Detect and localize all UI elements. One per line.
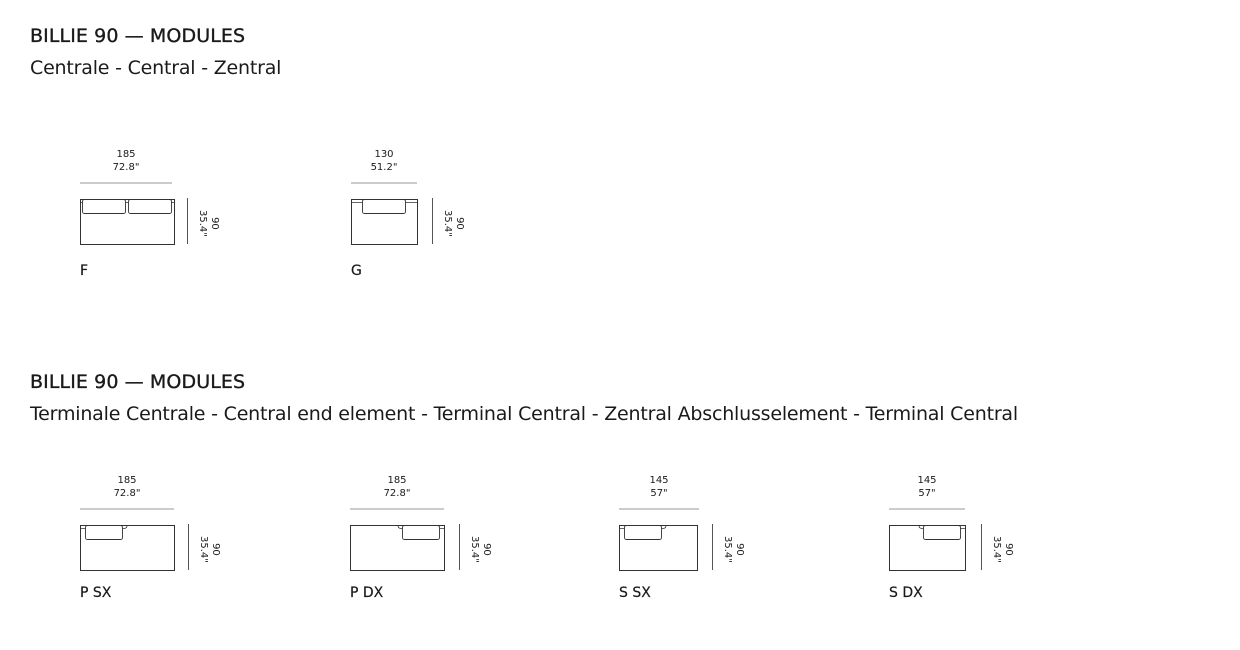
width-cm: 185: [387, 475, 407, 486]
module-code: P DX: [350, 585, 384, 601]
depth-cm: 90: [1003, 543, 1014, 556]
module-p-sx: 185 72.8" 90 35.4" P SX: [80, 474, 240, 614]
module-code: F: [80, 263, 89, 279]
depth-dimension: 90 35.4": [441, 210, 465, 237]
depth-cm: 90: [454, 217, 465, 230]
depth-dimension: 90 35.4": [721, 536, 745, 563]
module-g-drawing: [351, 182, 433, 245]
module-code: S SX: [619, 585, 651, 601]
module-s-dx-drawing: [889, 508, 982, 571]
module-s-sx: 145 57" 90 35.4" S SX: [619, 474, 779, 614]
width-in: 51.2": [370, 162, 398, 173]
module-g: 130 51.2" 90 35.4" G: [351, 148, 511, 288]
depth-cm: 90: [734, 543, 745, 556]
width-in: 72.8": [112, 162, 140, 173]
width-cm: 185: [117, 475, 137, 486]
width-dimension: 185 72.8": [80, 474, 174, 500]
width-in: 57": [918, 488, 936, 499]
module-p-dx: 185 72.8" 90 35.4" P DX: [350, 474, 510, 614]
module-f-drawing: [80, 182, 188, 245]
depth-dimension: 90 35.4": [990, 536, 1014, 563]
depth-cm: 90: [210, 543, 221, 556]
depth-in: 35.4": [469, 536, 480, 563]
section-subtitle-central: Centrale - Central - Zentral: [30, 57, 282, 79]
module-code: G: [351, 263, 362, 279]
section-title-end-element: BILLIE 90 — MODULES: [30, 371, 246, 393]
depth-in: 35.4": [198, 536, 209, 563]
depth-in: 35.4": [991, 536, 1002, 563]
module-f: 185 72.8" 90 35.4" F: [80, 148, 240, 288]
module-s-dx: 145 57" 90 35.4" S DX: [889, 474, 1049, 614]
depth-in: 35.4": [722, 536, 733, 563]
width-in: 57": [650, 488, 668, 499]
module-code: S DX: [889, 585, 923, 601]
width-dimension: 185 72.8": [80, 148, 172, 174]
module-p-dx-drawing: [350, 508, 460, 571]
module-code: P SX: [80, 585, 112, 601]
width-cm: 185: [116, 149, 136, 160]
width-in: 72.8": [383, 488, 411, 499]
depth-in: 35.4": [442, 210, 453, 237]
width-dimension: 130 51.2": [351, 148, 417, 174]
width-dimension: 185 72.8": [350, 474, 444, 500]
depth-in: 35.4": [197, 210, 208, 237]
width-cm: 145: [917, 475, 937, 486]
depth-dimension: 90 35.4": [468, 536, 492, 563]
module-p-sx-drawing: [80, 508, 189, 571]
width-dimension: 145 57": [619, 474, 699, 500]
width-cm: 130: [374, 149, 394, 160]
depth-dimension: 90 35.4": [197, 536, 221, 563]
section-subtitle-end-element: Terminale Centrale - Central end element…: [30, 403, 1018, 425]
width-dimension: 145 57": [889, 474, 965, 500]
module-s-sx-drawing: [619, 508, 713, 571]
depth-dimension: 90 35.4": [196, 210, 220, 237]
width-in: 72.8": [113, 488, 141, 499]
depth-cm: 90: [209, 217, 220, 230]
width-cm: 145: [649, 475, 669, 486]
depth-cm: 90: [481, 543, 492, 556]
section-title-central: BILLIE 90 — MODULES: [30, 25, 246, 47]
